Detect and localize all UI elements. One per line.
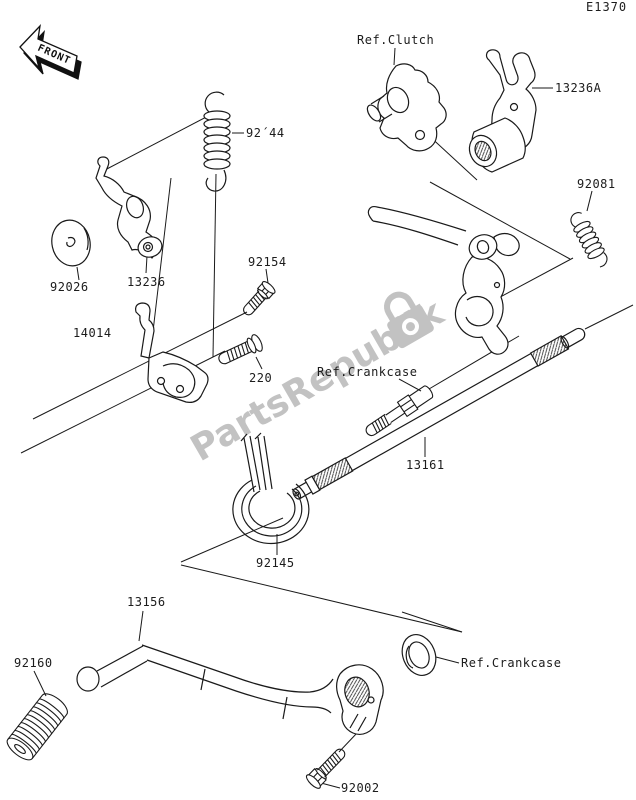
- rubber-92160-drawing: [6, 693, 68, 761]
- label-92160: 92160: [14, 656, 53, 670]
- label-92026: 92026: [50, 280, 89, 294]
- lever-13236-drawing: [95, 156, 163, 259]
- screw-92154-drawing: [243, 281, 276, 316]
- padlock-icon: [384, 291, 434, 349]
- spring-92145-drawing: [232, 432, 310, 545]
- bracket-14014-drawing: [135, 302, 209, 403]
- front-arrow: FRONT: [19, 24, 82, 80]
- label-ref-crankcase-bottom: Ref.Crankcase: [461, 656, 562, 670]
- label-ref-clutch: Ref.Clutch: [357, 33, 435, 47]
- leader-lines: [20, 47, 634, 789]
- clutch-lever-drawing: [366, 63, 447, 152]
- label-14014: 14014: [73, 326, 112, 340]
- label-92145: 92145: [256, 556, 295, 570]
- label-13236: 13236: [127, 275, 166, 289]
- crankcase-ring-drawing: [401, 634, 437, 676]
- label-220: 220: [249, 371, 273, 385]
- washer-92026-drawing: [51, 219, 91, 267]
- page-code: E1370: [586, 0, 628, 14]
- label-92144: 92´44: [246, 126, 285, 140]
- label-13236a: 13236A: [555, 81, 602, 95]
- spring-92144-drawing: [203, 91, 231, 192]
- label-13161: 13161: [406, 458, 445, 472]
- part-13236a-drawing: [468, 49, 537, 173]
- adjuster-stud-drawing: [365, 385, 434, 437]
- label-ref-crankcase-mid: Ref.Crankcase: [317, 365, 418, 379]
- screw-220-drawing: [218, 334, 263, 365]
- spring-92081-drawing: [570, 212, 608, 268]
- label-92081: 92081: [577, 177, 616, 191]
- pedal-13156-drawing: [76, 644, 384, 735]
- label-13156: 13156: [127, 595, 166, 609]
- label-92002: 92002: [341, 781, 380, 795]
- label-92154: 92154: [248, 255, 287, 269]
- bolt-92002-drawing: [305, 748, 346, 789]
- shift-mechanism-arm-drawing: [367, 206, 520, 355]
